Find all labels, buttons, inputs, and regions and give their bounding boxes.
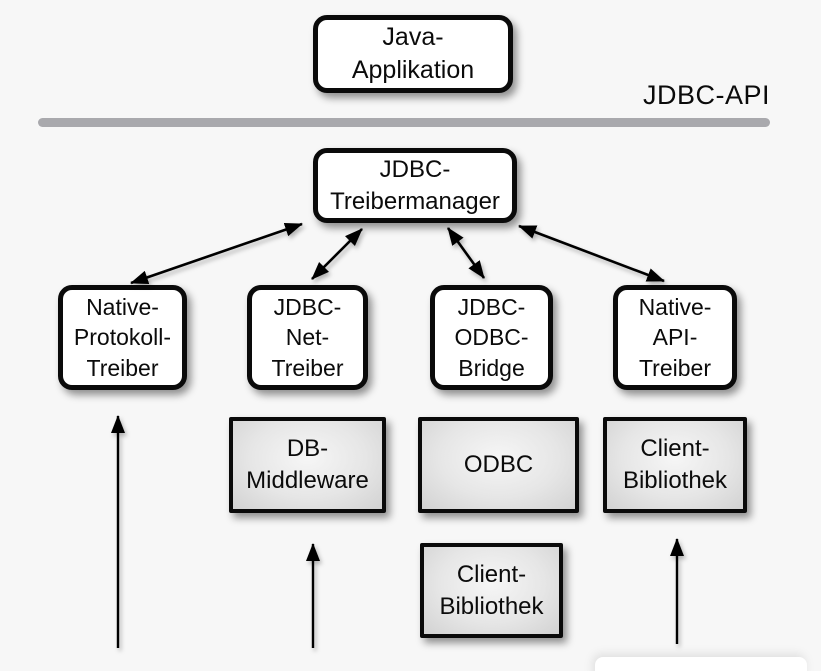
- node-native-protokoll-treiber: Native- Protokoll- Treiber: [58, 285, 187, 390]
- api-divider-line: [38, 118, 770, 127]
- arrow-manager-jdbc-odbc: [446, 227, 486, 279]
- arrow-manager-jdbc-net: [311, 228, 363, 280]
- jdbc-api-label: JDBC-API: [642, 80, 770, 110]
- node-odbc: ODBC: [418, 417, 579, 513]
- node-client-bibliothek-right: Client- Bibliothek: [603, 417, 747, 513]
- arrow-manager-native-api: [518, 224, 665, 283]
- node-java-applikation: Java- Applikation: [313, 15, 513, 93]
- node-native-api-treiber: Native- API- Treiber: [613, 285, 737, 390]
- partial-box-bottom-right: [595, 657, 807, 671]
- node-db-middleware: DB- Middleware: [229, 417, 386, 513]
- arrow-manager-native-protokoll: [130, 222, 303, 285]
- node-jdbc-net-treiber: JDBC- Net- Treiber: [247, 285, 368, 390]
- node-client-bibliothek-bottom: Client- Bibliothek: [420, 543, 563, 638]
- node-jdbc-odbc-bridge: JDBC- ODBC- Bridge: [430, 285, 553, 390]
- node-jdbc-treibermanager: JDBC- Treibermanager: [313, 148, 517, 223]
